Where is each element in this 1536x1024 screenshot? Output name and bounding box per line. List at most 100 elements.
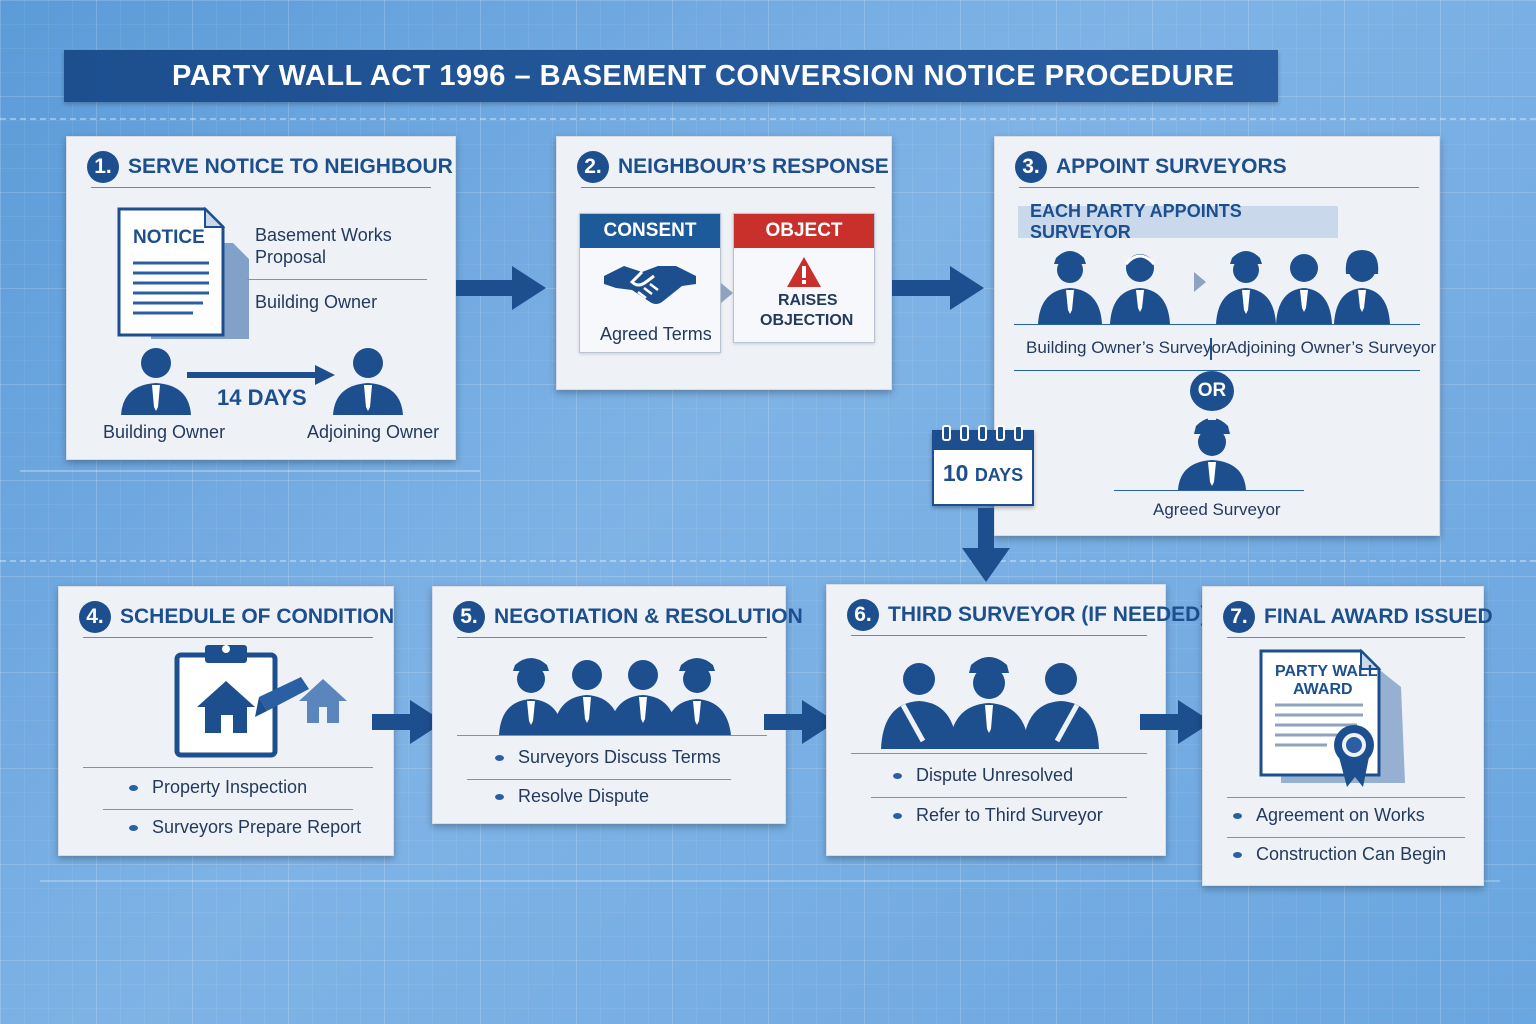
bullet-item: Construction Can Begin xyxy=(1233,844,1446,865)
bullet-divider xyxy=(103,809,353,810)
deadline-unit: DAYS xyxy=(974,465,1024,485)
step-number: 4. xyxy=(79,601,111,633)
handshake-icon xyxy=(602,258,698,313)
step-number: 6. xyxy=(847,599,879,631)
bullet-dot xyxy=(129,784,138,791)
bullet-divider xyxy=(1227,797,1465,798)
bullet-item: Surveyors Prepare Report xyxy=(129,817,361,838)
agreed-divider xyxy=(1114,490,1304,491)
flow-arrow xyxy=(1140,700,1212,744)
step-3-header: 3. APPOINT SURVEYORS xyxy=(1015,151,1287,183)
calendar-ring xyxy=(942,425,951,441)
step-2-card: 2. NEIGHBOUR’S RESPONSE CONSENT Agreed T… xyxy=(556,136,892,390)
flow-arrow xyxy=(764,700,836,744)
detail-line: Basement Works xyxy=(255,225,392,245)
from-label: Building Owner xyxy=(103,422,226,442)
consent-option: CONSENT Agreed Terms xyxy=(579,213,721,353)
step-4-card: 4. SCHEDULE OF CONDITION Property Inspec… xyxy=(58,586,394,856)
bullet-item: Resolve Dispute xyxy=(495,786,649,807)
title-rule xyxy=(91,187,431,188)
clipboard-house-icon xyxy=(171,641,361,764)
separator xyxy=(1210,338,1212,360)
calendar-ring xyxy=(978,425,987,441)
notice-doc-label: NOTICE xyxy=(133,227,205,248)
step-5-header: 5. NEGOTIATION & RESOLUTION xyxy=(453,601,803,633)
flow-arrow-down xyxy=(962,508,1010,582)
bullet-item: Property Inspection xyxy=(129,777,307,798)
step-6-header: 6. THIRD SURVEYOR (IF NEEDED) xyxy=(847,599,1207,631)
step-number: 1. xyxy=(87,151,119,183)
title-rule xyxy=(1227,637,1465,638)
title-rule xyxy=(581,187,875,188)
calendar-icon: 10 DAYS xyxy=(932,425,1034,506)
title-rule xyxy=(851,635,1147,636)
step-1-header: 1. SERVE NOTICE TO NEIGHBOUR xyxy=(87,151,453,183)
detail-line: Proposal xyxy=(255,247,327,267)
title-banner: PARTY WALL ACT 1996 – BASEMENT CONVERSIO… xyxy=(64,50,1278,102)
object-label: OBJECT xyxy=(734,214,874,248)
bullet-dot xyxy=(495,754,504,761)
bullet-text: Construction Can Begin xyxy=(1256,844,1447,864)
flow-arrow xyxy=(456,266,546,310)
bullet-dot xyxy=(1233,851,1242,858)
step-number: 7. xyxy=(1223,601,1255,633)
calendar-ring xyxy=(960,425,969,441)
bullet-text: Resolve Dispute xyxy=(518,786,650,806)
page-title: PARTY WALL ACT 1996 – BASEMENT CONVERSIO… xyxy=(172,59,1235,92)
calendar-ring xyxy=(1014,425,1023,441)
surveyors-divider xyxy=(1014,370,1420,371)
step-title: NEIGHBOUR’S RESPONSE xyxy=(618,155,889,178)
to-label: Adjoining Owner xyxy=(307,422,440,442)
notice-period: 14 DAYS xyxy=(217,385,307,410)
flow-arrow xyxy=(892,266,984,310)
bullet-item: Refer to Third Surveyor xyxy=(893,805,1103,826)
step-6-card: 6. THIRD SURVEYOR (IF NEEDED) Dispute Un… xyxy=(826,584,1207,856)
warning-icon xyxy=(786,256,822,293)
bullet-divider xyxy=(457,735,767,736)
title-rule xyxy=(457,637,767,638)
deadline-text: 10 DAYS xyxy=(934,460,1032,487)
object-caption: OBJECTION xyxy=(760,312,854,329)
or-badge: OR xyxy=(1190,371,1234,411)
bullet-dot xyxy=(893,812,902,819)
bullet-dot xyxy=(495,793,504,800)
bullet-dot xyxy=(129,824,138,831)
title-rule xyxy=(1019,187,1419,188)
building-owner-person-icon xyxy=(113,345,199,420)
bullet-dot xyxy=(1233,812,1242,819)
bullet-text: Surveyors Prepare Report xyxy=(152,817,362,837)
surveyors-divider xyxy=(1014,324,1420,325)
step-title: THIRD SURVEYOR (IF NEEDED) xyxy=(888,603,1208,626)
object-option: OBJECT RAISES OBJECTION xyxy=(733,213,875,343)
detail-divider xyxy=(247,279,427,280)
blueprint-line xyxy=(0,118,1536,120)
building-owner-surveyor-label: Building Owner’s Surveyor xyxy=(1026,338,1227,357)
bullet-dot xyxy=(893,772,902,779)
consent-label: CONSENT xyxy=(580,214,720,248)
step-title: SERVE NOTICE TO NEIGHBOUR xyxy=(128,155,453,178)
step-1-card: 1. SERVE NOTICE TO NEIGHBOUR NOTICE Base… xyxy=(66,136,456,460)
bullet-divider xyxy=(851,753,1147,754)
step-4-header: 4. SCHEDULE OF CONDITION xyxy=(79,601,394,633)
appoint-banner: EACH PARTY APPOINTS SURVEYOR xyxy=(1018,201,1338,242)
bullet-divider xyxy=(871,797,1127,798)
blueprint-line xyxy=(40,880,1500,882)
blueprint-line xyxy=(20,470,480,472)
agreed-surveyor-label: Agreed Surveyor xyxy=(1153,500,1281,519)
step-title: NEGOTIATION & RESOLUTION xyxy=(494,605,803,628)
chevron-right-icon xyxy=(1194,272,1206,297)
award-title: PARTY WALL xyxy=(1275,663,1378,680)
bullet-text: Dispute Unresolved xyxy=(916,765,1074,785)
step-title: APPOINT SURVEYORS xyxy=(1056,155,1287,178)
step-number: 3. xyxy=(1015,151,1047,183)
agreed-surveyor-icon xyxy=(1170,412,1254,495)
bullet-item: Dispute Unresolved xyxy=(893,765,1073,786)
blueprint-line xyxy=(0,560,1536,562)
flow-arrow xyxy=(372,700,444,744)
bullet-item: Agreement on Works xyxy=(1233,805,1425,826)
consent-caption: Agreed Terms xyxy=(600,324,712,344)
step-7-card: 7. FINAL AWARD ISSUED PARTY WALL AWARD A… xyxy=(1202,586,1493,886)
chevron-right-icon xyxy=(721,283,733,308)
bullet-text: Surveyors Discuss Terms xyxy=(518,747,721,767)
adjoining-surveyors-group-icon xyxy=(1210,244,1400,329)
